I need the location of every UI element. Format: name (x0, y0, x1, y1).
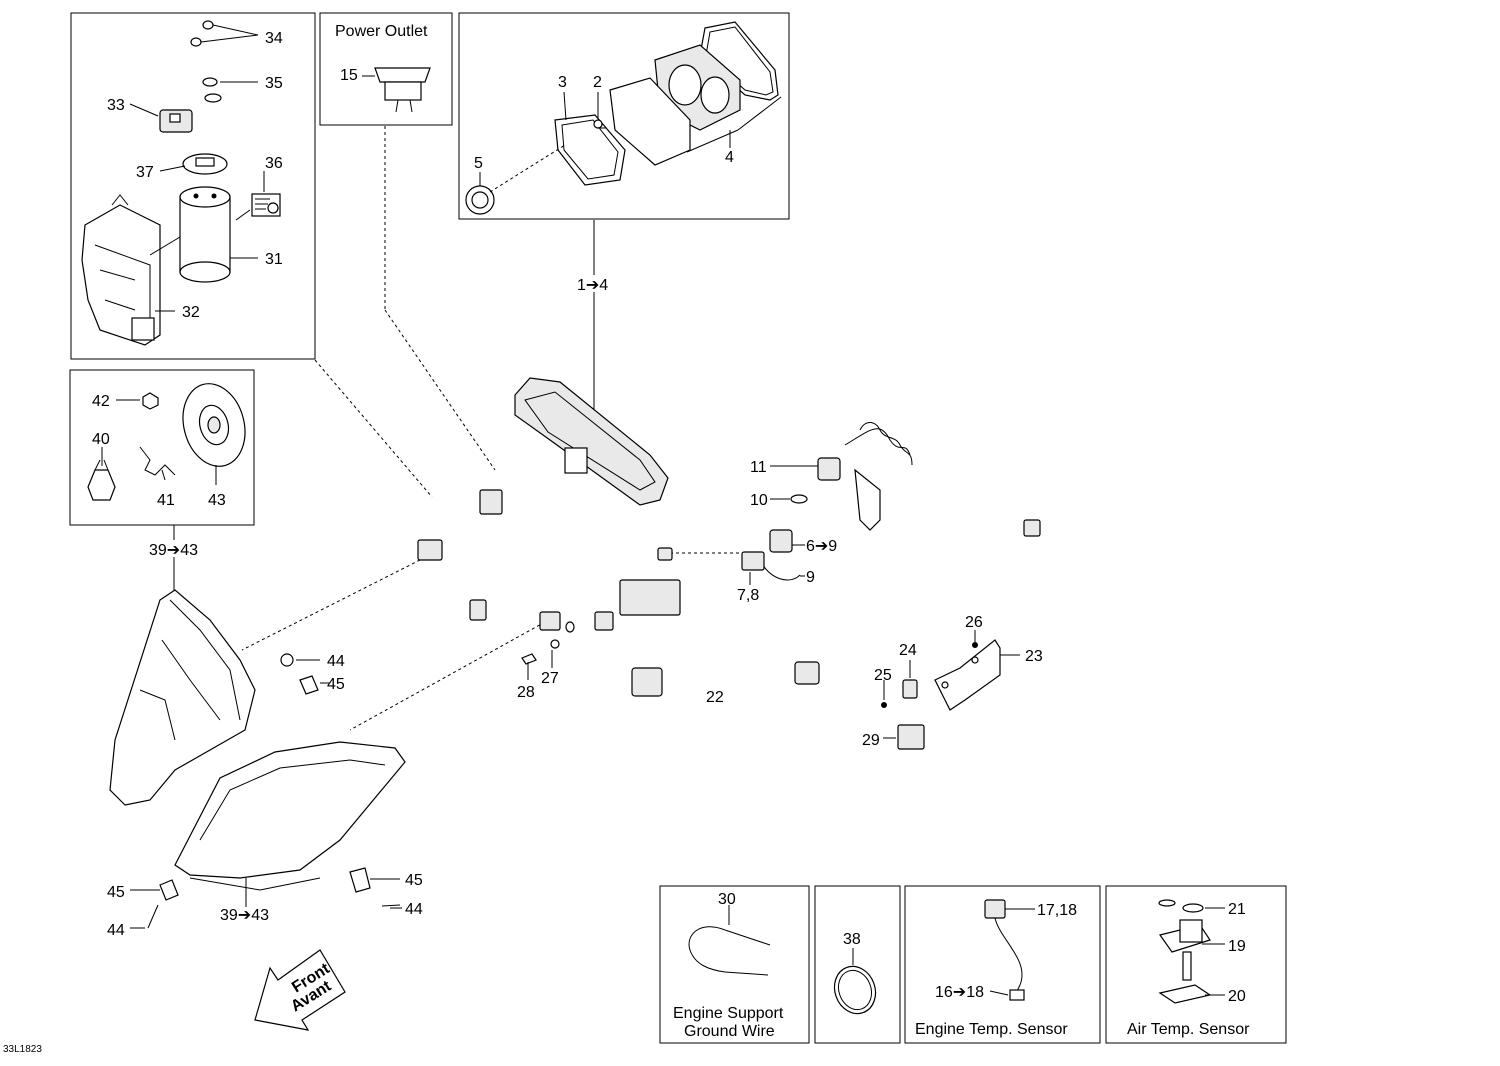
callout-4: 4 (725, 149, 734, 166)
engine-temp-drawing (984, 899, 1035, 1001)
callout-19: 19 (1228, 938, 1246, 955)
callout-44-right: 44 (405, 901, 423, 918)
callout-3: 3 (558, 74, 567, 91)
inset-box-power-outlet (319, 12, 453, 126)
callout-15: 15 (340, 67, 358, 84)
dashed-leaders (241, 126, 748, 731)
relay-leaders (129, 24, 265, 312)
instrument-cluster-drawing (514, 377, 669, 506)
caption-ground-wire-line2: Ground Wire (684, 1023, 775, 1040)
caption-ground-wire-line1: Engine Support (673, 1005, 784, 1022)
callout-39-43-top: 39➔43 (149, 542, 198, 559)
inset-box-gauge (458, 12, 790, 220)
ground-wire-drawing (688, 905, 771, 976)
callout-5: 5 (474, 155, 483, 172)
callout-30: 30 (718, 891, 736, 908)
callout-2: 2 (593, 74, 602, 91)
callout-45-top: 45 (327, 676, 345, 693)
callouts: 34 35 33 37 36 31 32 Power Outlet 15 3 2… (3, 23, 1250, 1055)
air-temp-drawing (1158, 899, 1225, 1004)
callout-42: 42 (92, 393, 110, 410)
callout-41: 41 (157, 492, 175, 509)
clamp-drawing (833, 948, 877, 1015)
callout-35: 35 (265, 75, 283, 92)
headlight-upper-drawing (109, 589, 256, 806)
inset-box-ground-wire (659, 885, 810, 1044)
callout-20: 20 (1228, 988, 1246, 1005)
inset-box-bulb (69, 369, 255, 526)
front-arrow-icon: Front Avant (254, 949, 346, 1031)
callout-10: 10 (750, 492, 768, 509)
key-leaders (749, 465, 818, 585)
bulb-assembly-drawing (87, 383, 246, 501)
callout-21: 21 (1228, 901, 1246, 918)
callout-39-43-bottom: 39➔43 (220, 907, 269, 924)
inset-box-clamp (814, 885, 901, 1044)
callout-44-top: 44 (327, 653, 345, 670)
callout-16-18: 16➔18 (935, 984, 984, 1001)
caption-engine-temp: Engine Temp. Sensor (915, 1021, 1068, 1038)
callout-40: 40 (92, 431, 110, 448)
gauge-assembly-drawing (465, 21, 779, 215)
key-tether-drawing (741, 422, 913, 581)
gauge-leaders (479, 91, 782, 410)
callout-17-18: 17,18 (1037, 902, 1077, 919)
callout-11: 11 (750, 459, 767, 476)
inset-box-air-temp (1105, 885, 1287, 1044)
callout-43: 43 (208, 492, 226, 509)
callout-34: 34 (265, 30, 283, 47)
callout-36: 36 (265, 155, 283, 172)
callout-9: 9 (806, 569, 815, 586)
callout-1-4: 1➔4 (577, 277, 608, 294)
callout-24: 24 (899, 642, 917, 659)
inset-box-relay (70, 12, 316, 360)
callout-37: 37 (136, 164, 154, 181)
callout-38: 38 (843, 931, 861, 948)
relay-assembly-drawing (81, 20, 281, 346)
inset-box-engine-temp (904, 885, 1101, 1044)
callout-45-left: 45 (107, 884, 125, 901)
callout-29: 29 (862, 732, 880, 749)
caption-power-outlet: Power Outlet (335, 23, 428, 40)
hardware-drawing (280, 621, 575, 695)
headlight-lower-drawing (174, 741, 406, 907)
callout-33: 33 (107, 97, 125, 114)
callout-27: 27 (541, 670, 559, 687)
callout-22: 22 (706, 689, 724, 706)
callout-23: 23 (1025, 648, 1043, 665)
callout-7-8: 7,8 (737, 587, 759, 604)
headlight-hardware (130, 867, 402, 929)
bracket-drawing (881, 639, 1001, 750)
callout-28: 28 (517, 684, 535, 701)
callout-25: 25 (874, 667, 892, 684)
figure-code: 33L1823 (3, 1044, 42, 1055)
callout-31: 31 (265, 251, 283, 268)
callout-32: 32 (182, 304, 200, 321)
callout-45-right: 45 (405, 872, 423, 889)
callout-6-9: 6➔9 (806, 538, 837, 555)
wiring-harness-drawing (417, 483, 1041, 697)
bracket-leaders (883, 630, 1020, 739)
caption-air-temp: Air Temp. Sensor (1127, 1021, 1250, 1038)
power-outlet-drawing (362, 67, 431, 113)
callout-44-left: 44 (107, 922, 125, 939)
callout-26: 26 (965, 614, 983, 631)
